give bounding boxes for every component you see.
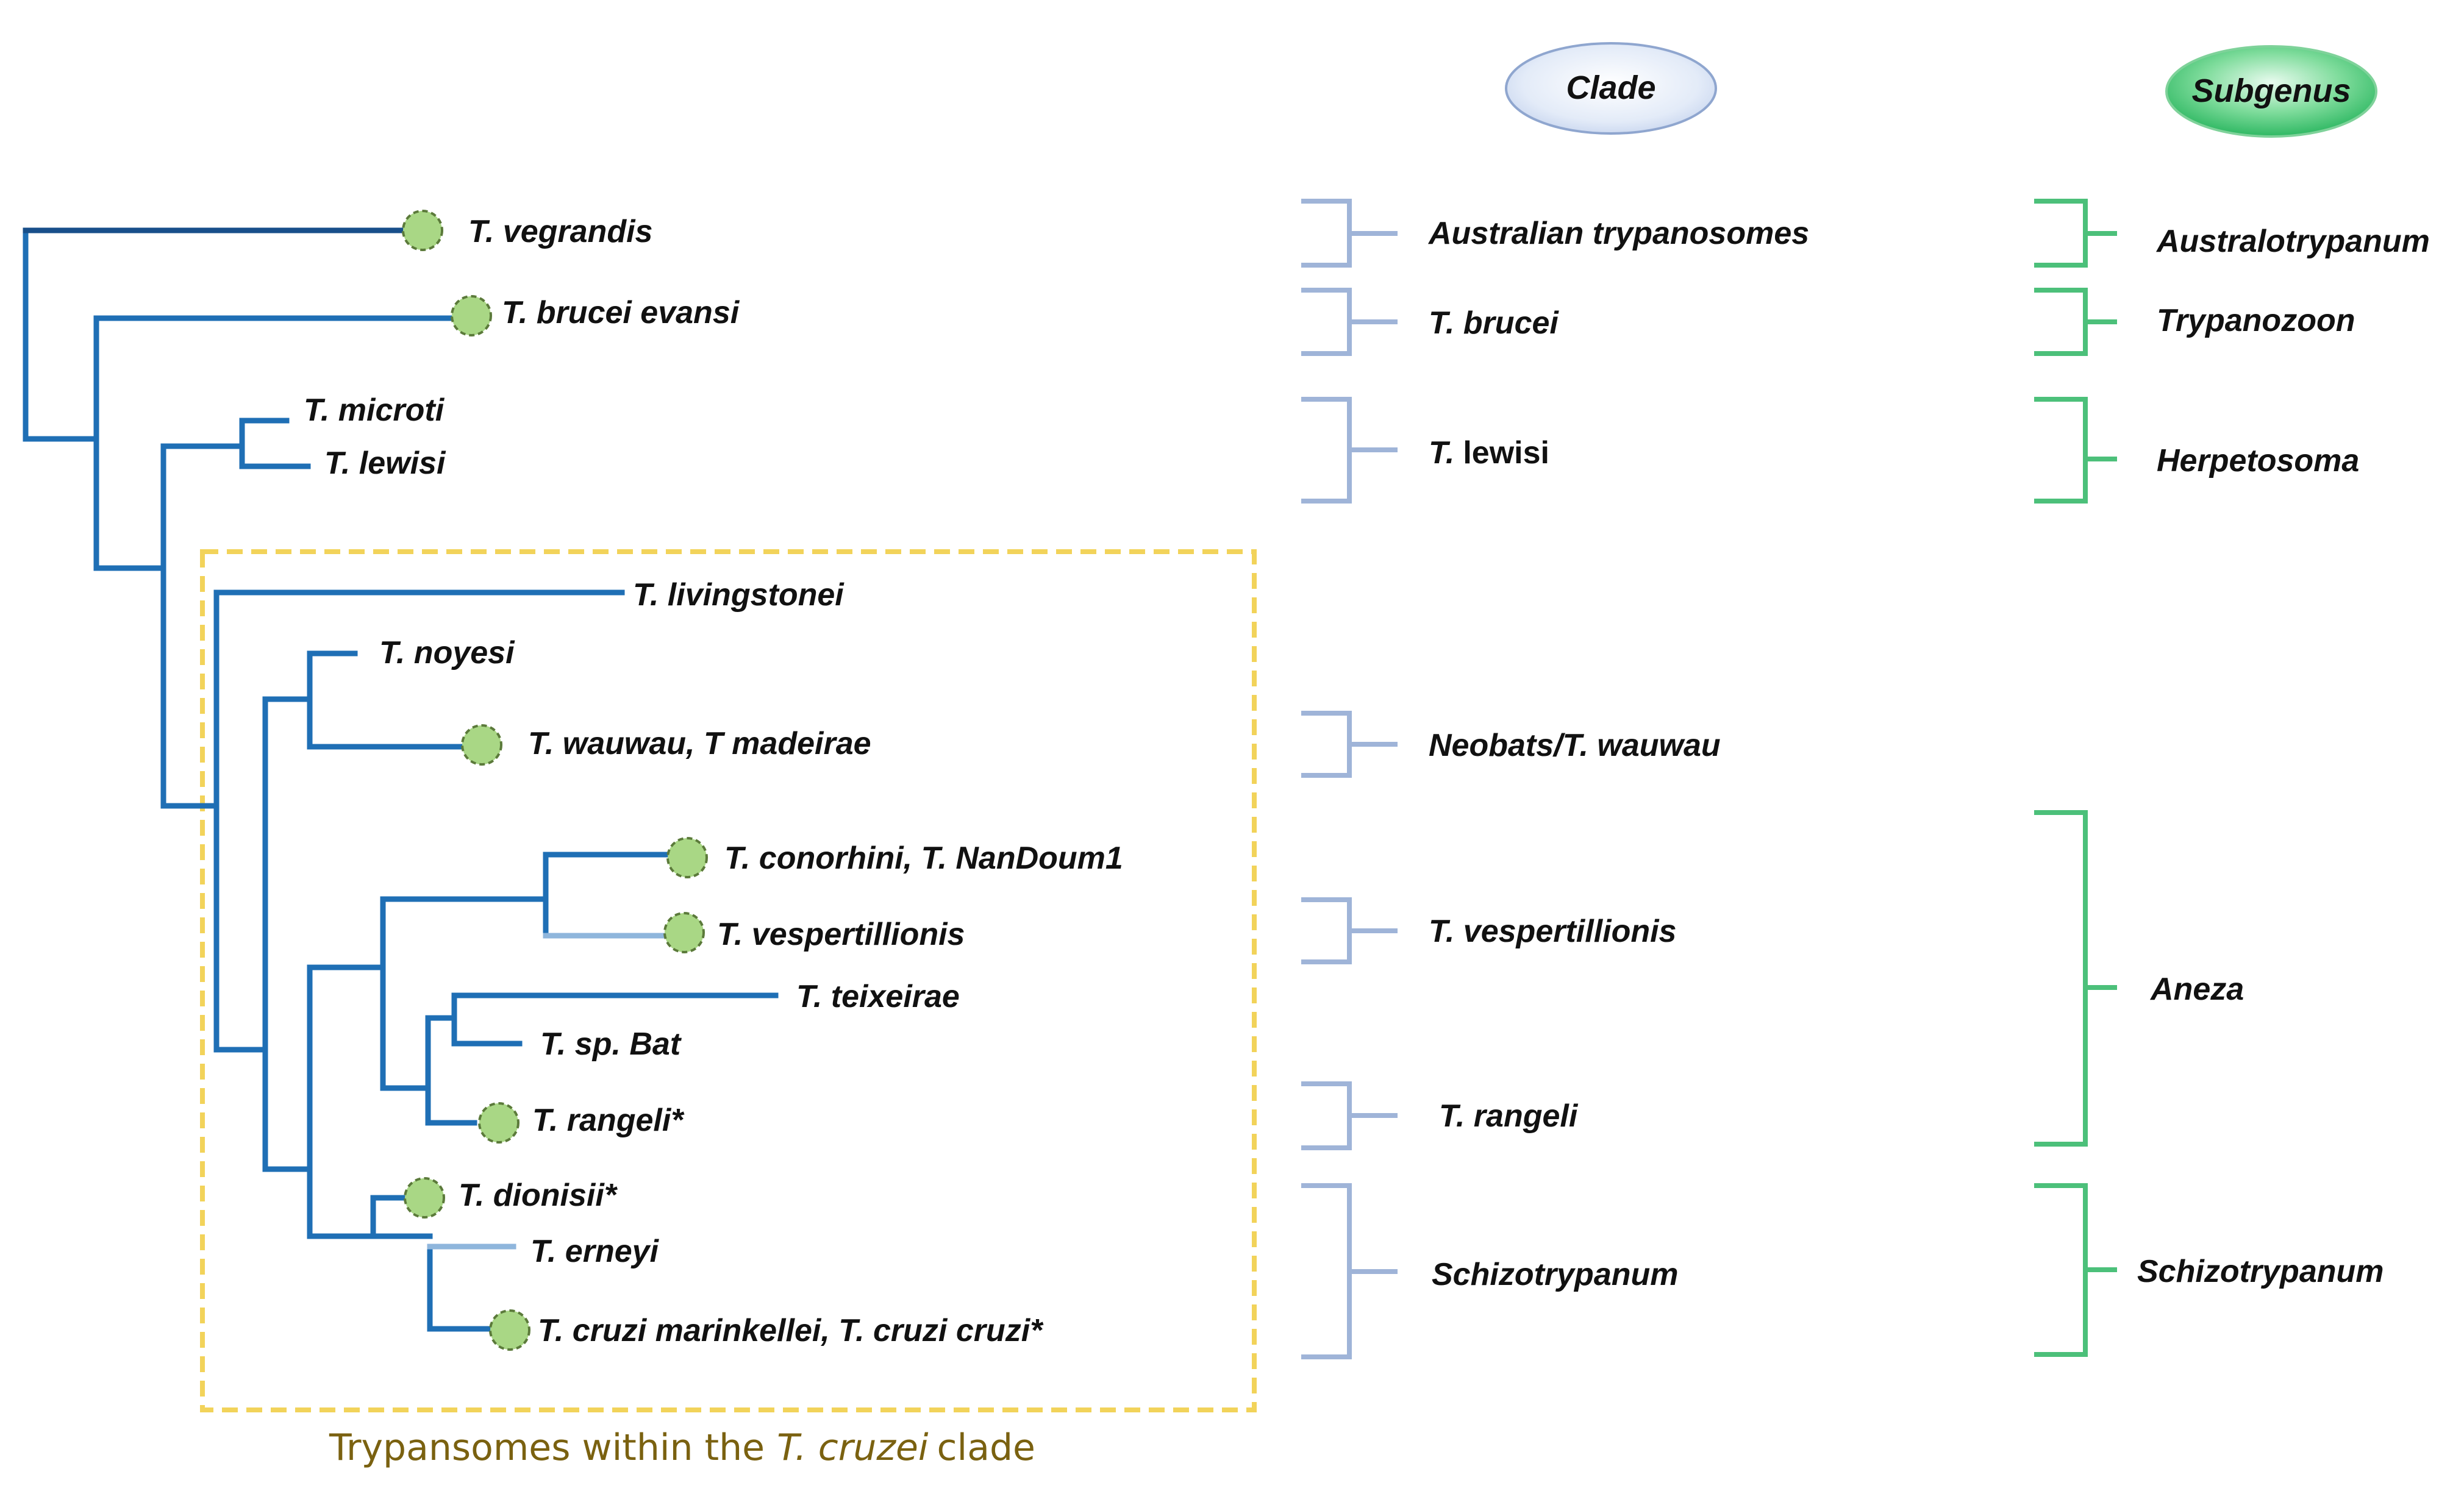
branch-node-b <box>160 443 220 809</box>
taxon-label: T. brucei evansi <box>502 295 740 330</box>
taxon-label: T. erneyi <box>530 1234 660 1269</box>
clade-brackets <box>1301 199 1398 1359</box>
taxon-labels: T. vegrandis T. brucei evansi T. microti… <box>304 214 1123 1348</box>
taxon-markers <box>402 210 708 1351</box>
taxon-label: T. livingstonei <box>633 577 845 613</box>
clade-label: Schizotrypanum <box>1432 1257 1679 1292</box>
branch-node-f <box>380 896 431 1091</box>
marker-wauwau <box>461 724 502 766</box>
subgenus-header-label: Subgenus <box>2191 73 2351 109</box>
clade-bracket-neobats <box>1301 711 1398 778</box>
taxon-label: T. teixeirae <box>796 979 960 1014</box>
subgenus-bracket-herpetosoma <box>2034 397 2117 504</box>
clade-bracket-schizo <box>1301 1183 1398 1359</box>
clade-bracket-lewisi <box>1301 397 1398 504</box>
branch-node-d <box>262 696 313 1172</box>
taxon-label: T. vegrandis <box>468 214 652 249</box>
subgenus-label: Herpetosoma <box>2157 443 2359 479</box>
subgenus-labels: Australotrypanum Trypanozoon Herpetosoma… <box>2137 224 2430 1289</box>
marker-vegrandis <box>402 210 443 251</box>
clade-label: Australian trypanosomes <box>1427 216 1809 251</box>
marker-vespertillionis <box>663 912 705 953</box>
marker-dionisii <box>404 1177 445 1219</box>
subgenus-header: Subgenus <box>2165 45 2377 138</box>
taxon-label: T. dionisii* <box>459 1178 618 1213</box>
taxon-label: T. lewisi <box>324 446 446 481</box>
branch-node-g <box>425 1015 477 1126</box>
clade-label: T. rangeli <box>1439 1098 1579 1134</box>
clade-label-lewisi: T.lewisi <box>1429 435 1549 471</box>
subgenus-label: Aneza <box>2149 972 2244 1007</box>
subgenus-brackets <box>2034 199 2117 1357</box>
subgenus-bracket-schizo <box>2034 1183 2117 1357</box>
clade-header: Clade <box>1505 42 1717 135</box>
branch-node-c <box>213 589 268 1053</box>
branch-node-a <box>93 315 166 571</box>
clade-labels: Australian trypanosomes T. brucei T.lewi… <box>1427 216 1809 1292</box>
clade-header-label: Clade <box>1566 69 1655 106</box>
taxon-label: T. microti <box>304 393 445 428</box>
clade-bracket-australian <box>1301 199 1398 268</box>
taxon-label: T. wauwau, T madeirae <box>528 726 871 761</box>
clade-label: T. brucei <box>1429 305 1559 341</box>
subgenus-label: Australotrypanum <box>2155 224 2430 259</box>
tree-branches <box>23 227 779 1332</box>
taxon-label: T. vespertillionis <box>717 917 965 952</box>
taxon-label: T. noyesi <box>379 635 515 671</box>
branch-node-e <box>307 964 376 1239</box>
clade-bracket-vespertillionis <box>1301 897 1398 964</box>
clade-bracket-rangeli <box>1301 1081 1398 1150</box>
marker-conorhini <box>666 837 708 878</box>
taxon-label: T. sp. Bat <box>540 1027 682 1062</box>
subgenus-bracket-trypanozoon <box>2034 288 2117 356</box>
subgenus-label: Trypanozoon <box>2157 303 2355 338</box>
marker-brucei-evansi <box>451 295 492 336</box>
clade-label: Neobats/T. wauwau <box>1429 728 1721 763</box>
subgenus-label: Schizotrypanum <box>2137 1254 2384 1289</box>
marker-rangeli <box>478 1102 520 1144</box>
clade-label: T. vespertillionis <box>1429 914 1676 949</box>
taxon-label: T. cruzi marinkellei, T. cruzi cruzi* <box>538 1313 1044 1348</box>
subgenus-bracket-aneza <box>2034 810 2117 1147</box>
t-cruzi-clade-box <box>200 549 1257 1412</box>
branch-root <box>23 227 99 442</box>
taxon-label: T. conorhini, T. NanDoum1 <box>724 841 1123 876</box>
clade-bracket-brucei <box>1301 288 1398 356</box>
marker-cruzi <box>489 1309 530 1351</box>
taxon-label: T. rangeli* <box>532 1103 685 1138</box>
subgenus-bracket-australo <box>2034 199 2117 268</box>
